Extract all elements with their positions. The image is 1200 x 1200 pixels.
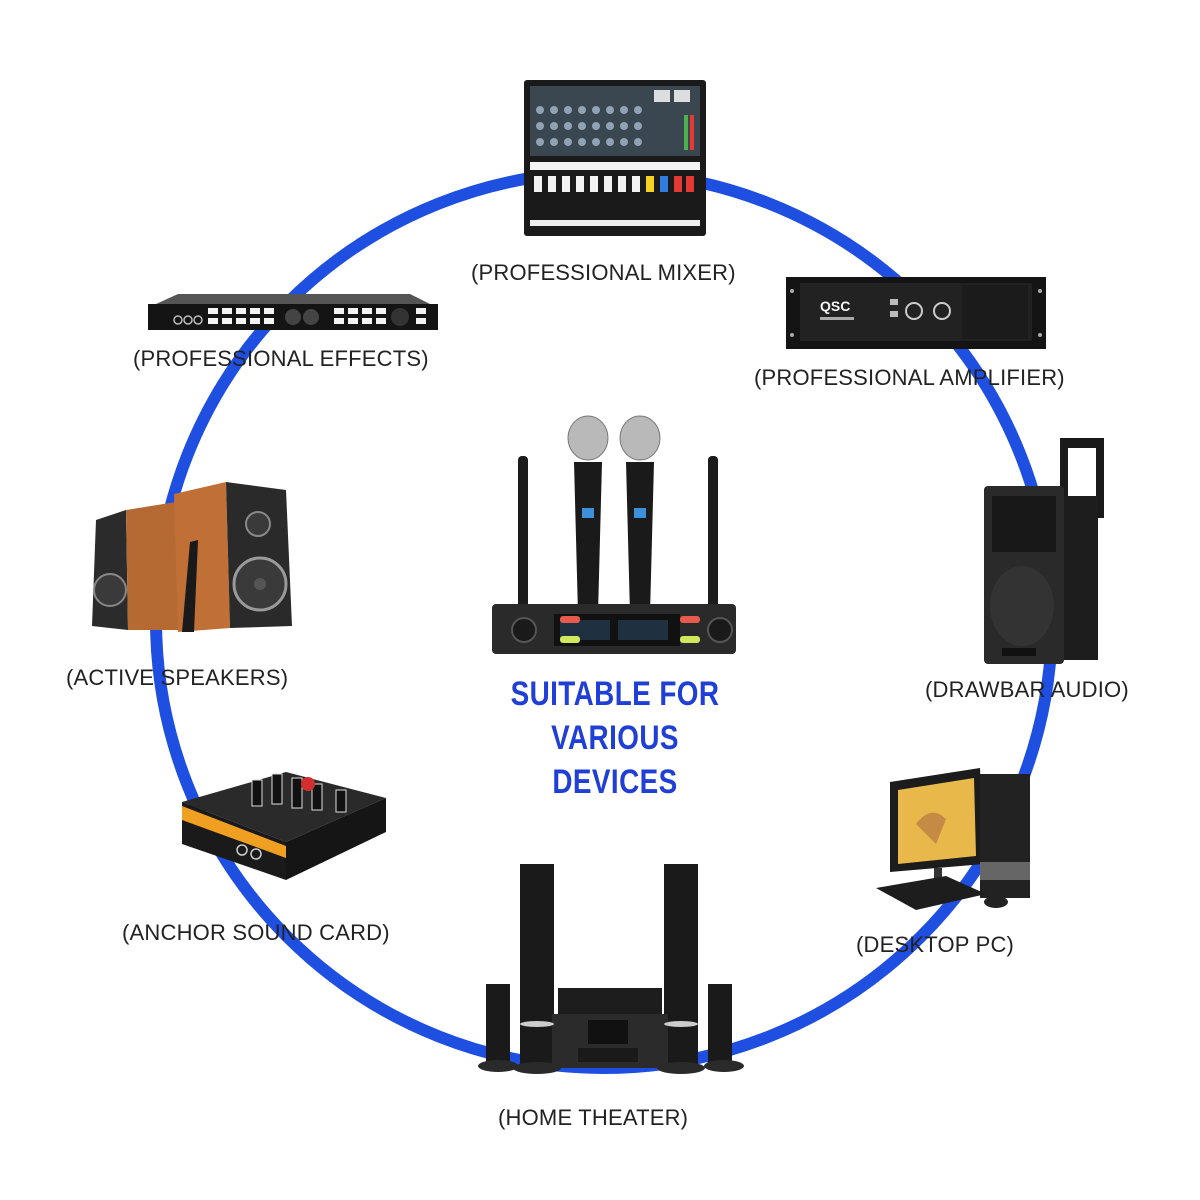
amplifier-device: QSC <box>786 277 1046 349</box>
active-speakers-icon <box>92 482 292 632</box>
trolley-speaker-icon <box>984 438 1104 664</box>
headline: SUITABLE FOR VARIOUS DEVICES <box>496 672 734 804</box>
desktop-pc-label: (DESKTOP PC) <box>856 932 1015 957</box>
effects-device <box>148 292 438 332</box>
mixer-device <box>524 80 706 236</box>
sound-card-device <box>176 762 388 882</box>
active-speakers-label: (ACTIVE SPEAKERS) <box>66 665 289 690</box>
svg-text:QSC: QSC <box>820 298 850 314</box>
mixer-label: (PROFESSIONAL MIXER) <box>471 260 736 285</box>
effects-label: (PROFESSIONAL EFFECTS) <box>133 346 429 371</box>
mixer-icon <box>524 80 706 236</box>
drawbar-audio-label: (DRAWBAR AUDIO) <box>925 677 1129 702</box>
microphone-system-icon <box>492 415 736 654</box>
wireless-microphone-system <box>488 414 738 658</box>
home-theater-icon <box>478 864 744 1074</box>
amplifier-icon: QSC <box>786 277 1046 349</box>
desktop-pc-device <box>876 764 1036 914</box>
headline-line-2: VARIOUS DEVICES <box>551 719 679 801</box>
headline-line-1: SUITABLE FOR <box>510 675 720 713</box>
drawbar-audio-device <box>980 436 1110 666</box>
active-speakers-device <box>86 480 296 640</box>
sound-card-label: (ANCHOR SOUND CARD) <box>122 920 390 945</box>
desktop-pc-icon <box>876 768 1030 910</box>
sound-card-icon <box>182 772 386 880</box>
amplifier-label: (PROFESSIONAL AMPLIFIER) <box>754 365 1065 390</box>
effects-processor-icon <box>148 294 438 330</box>
home-theater-label: (HOME THEATER) <box>498 1105 689 1130</box>
home-theater-device <box>478 862 744 1078</box>
